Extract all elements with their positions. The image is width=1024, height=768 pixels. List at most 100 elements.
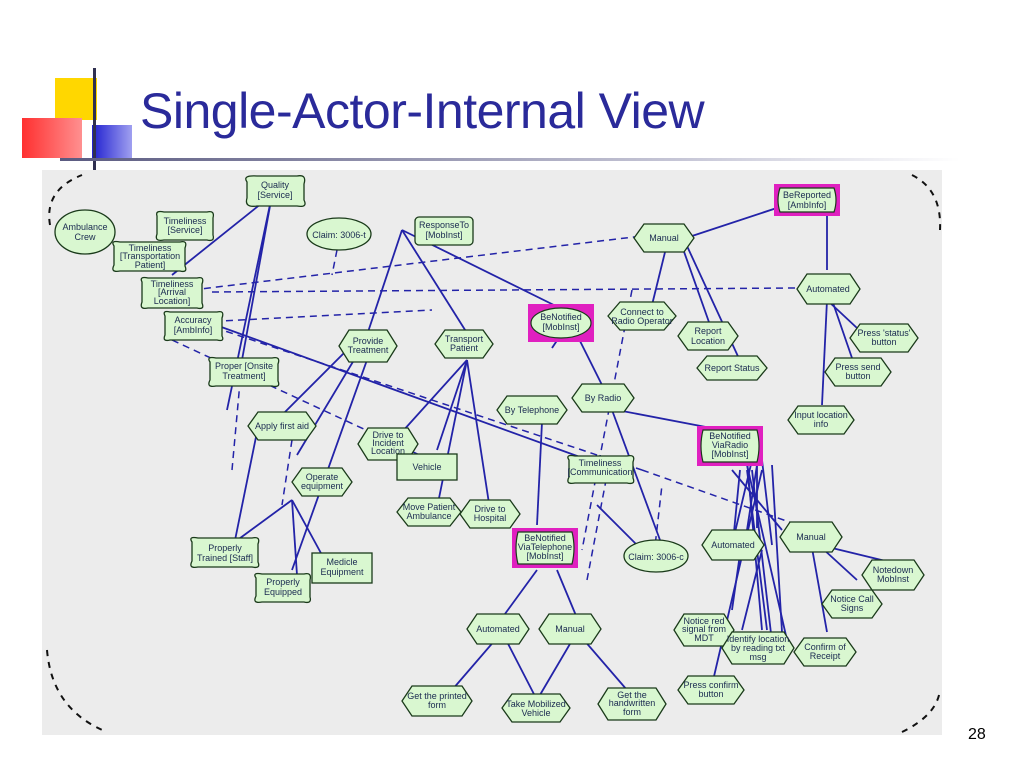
- svg-text:Vehicle: Vehicle: [521, 708, 550, 718]
- svg-text:By Telephone: By Telephone: [505, 405, 559, 415]
- corner-blue-block: [92, 125, 132, 161]
- svg-text:BeNotified: BeNotified: [709, 431, 751, 441]
- svg-text:Vehicle: Vehicle: [412, 462, 441, 472]
- svg-text:Timeliness: Timeliness: [151, 279, 194, 289]
- node-proper-onsite: Proper [Onsite Treatment]: [208, 356, 280, 388]
- svg-text:Properly: Properly: [266, 577, 300, 587]
- svg-text:msg: msg: [749, 652, 766, 662]
- svg-text:ViaTelephone: ViaTelephone: [518, 542, 572, 552]
- svg-text:Press send: Press send: [835, 362, 880, 372]
- svg-text:Trained [Staff]: Trained [Staff]: [197, 553, 253, 563]
- goal-model-diagram: Quality [Service] Ambulance Crew Timelin…: [42, 170, 942, 735]
- node-press-confirm: Press confirm button: [677, 675, 745, 705]
- node-benotified-mobinst: BeNotified [MobInst]: [528, 304, 594, 342]
- svg-text:Timeliness: Timeliness: [129, 243, 172, 253]
- svg-text:ViaRadio: ViaRadio: [712, 440, 748, 450]
- svg-text:Take Mobilized: Take Mobilized: [506, 699, 566, 709]
- node-vehicle: Vehicle: [396, 453, 458, 481]
- svg-text:[Communication: [Communication: [567, 467, 632, 477]
- svg-text:form: form: [428, 700, 446, 710]
- node-claim-1: Claim: 3006-t: [306, 217, 372, 251]
- svg-text:Claim: 3006-t: Claim: 3006-t: [312, 230, 366, 240]
- svg-text:Treatment]: Treatment]: [222, 371, 265, 381]
- slide-title: Single-Actor-Internal View: [140, 83, 705, 139]
- node-automated-bottom: Automated: [466, 613, 530, 645]
- svg-text:Drive to: Drive to: [372, 430, 403, 440]
- node-notice-call: Notice Call Signs: [821, 589, 883, 619]
- svg-text:Get the: Get the: [617, 690, 647, 700]
- svg-text:Signs: Signs: [841, 603, 864, 613]
- svg-text:Equipment: Equipment: [320, 567, 364, 577]
- node-automated-right: Automated: [796, 273, 861, 305]
- svg-text:BeNotified: BeNotified: [524, 533, 566, 543]
- svg-text:Manual: Manual: [555, 624, 585, 634]
- svg-text:Radio Operator: Radio Operator: [611, 316, 673, 326]
- node-quality-label: Quality: [261, 180, 290, 190]
- svg-text:[MobInst]: [MobInst]: [425, 230, 462, 240]
- svg-text:Drive to: Drive to: [474, 504, 505, 514]
- svg-text:Properly: Properly: [208, 543, 242, 553]
- svg-text:[Transportation: [Transportation: [120, 251, 180, 261]
- node-transport-patient: Transport Patient: [434, 329, 494, 359]
- node-timeliness-comm: Timeliness [Communication: [567, 454, 635, 485]
- node-properly-trained: Properly Trained [Staff]: [190, 536, 260, 569]
- svg-text:Transport: Transport: [445, 334, 484, 344]
- svg-text:[MobInst]: [MobInst]: [542, 322, 579, 332]
- svg-text:BeReported: BeReported: [783, 190, 831, 200]
- node-drive-incident: Drive to Incident Location: [357, 427, 419, 461]
- svg-text:Manual: Manual: [649, 233, 679, 243]
- page-number: 28: [968, 726, 986, 743]
- svg-text:Report: Report: [694, 326, 722, 336]
- svg-text:[AmbInfo]: [AmbInfo]: [788, 200, 827, 210]
- node-press-send: Press send button: [824, 357, 892, 387]
- svg-text:Identify location: Identify location: [727, 634, 790, 644]
- node-medical-equipment: Medicle Equipment: [311, 552, 373, 584]
- svg-text:button: button: [845, 371, 870, 381]
- svg-text:Automated: Automated: [476, 624, 520, 634]
- node-identify-location: Identify location by reading txt msg: [721, 631, 795, 665]
- svg-text:Manual: Manual: [796, 532, 826, 542]
- svg-text:[MobInst]: [MobInst]: [526, 551, 563, 561]
- svg-text:[Arrival: [Arrival: [158, 287, 186, 297]
- svg-text:[AmbInfo]: [AmbInfo]: [174, 325, 213, 335]
- svg-text:Notice red: Notice red: [683, 616, 724, 626]
- corner-red-block: [22, 118, 82, 158]
- svg-text:handwritten: handwritten: [609, 698, 656, 708]
- node-move-patient: Move Patient Ambulance: [396, 497, 462, 527]
- svg-text:Accuracy: Accuracy: [174, 315, 212, 325]
- svg-text:Ambulance: Ambulance: [62, 222, 107, 232]
- svg-text:Press confirm: Press confirm: [683, 680, 738, 690]
- node-timeliness-transport: Timeliness [Transportation Patient]: [112, 240, 187, 273]
- title-underline: [60, 158, 960, 161]
- svg-text:button: button: [871, 337, 896, 347]
- node-take-mobilized: Take Mobilized Vehicle: [501, 693, 571, 723]
- svg-text:MobInst: MobInst: [877, 574, 910, 584]
- node-notedown: Notedown MobInst: [861, 559, 925, 591]
- svg-text:signal from: signal from: [682, 624, 726, 634]
- node-manual-right: Manual: [779, 521, 843, 553]
- svg-text:Medicle: Medicle: [326, 557, 357, 567]
- svg-text:Treatment: Treatment: [348, 345, 389, 355]
- node-operate-equipment: Operate equipment: [291, 467, 353, 497]
- node-provide-treatment: Provide Treatment: [338, 329, 398, 363]
- node-by-telephone: By Telephone: [496, 395, 568, 425]
- node-properly-equipped: Properly Equipped: [254, 572, 312, 604]
- svg-text:form: form: [623, 707, 641, 717]
- node-timeliness-service: Timeliness [Service]: [155, 210, 215, 242]
- svg-text:[Service]: [Service]: [167, 225, 202, 235]
- svg-text:Automated: Automated: [806, 284, 850, 294]
- node-report-location: Report Location: [677, 321, 739, 351]
- svg-text:Provide: Provide: [353, 336, 384, 346]
- svg-text:Connect to: Connect to: [620, 307, 664, 317]
- svg-text:Equipped: Equipped: [264, 587, 302, 597]
- svg-text:[MobInst]: [MobInst]: [711, 449, 748, 459]
- node-claim-2: Claim: 3006-c: [623, 539, 689, 573]
- node-input-location: Input location info: [787, 405, 855, 435]
- svg-text:by reading txt: by reading txt: [731, 643, 786, 653]
- svg-text:Get the printed: Get the printed: [407, 691, 467, 701]
- node-press-status: Press 'status' button: [849, 323, 919, 353]
- svg-text:Ambulance: Ambulance: [406, 511, 451, 521]
- svg-text:Proper [Onsite: Proper [Onsite: [215, 361, 273, 371]
- svg-text:MDT: MDT: [694, 633, 714, 643]
- svg-text:Apply first aid: Apply first aid: [255, 421, 309, 431]
